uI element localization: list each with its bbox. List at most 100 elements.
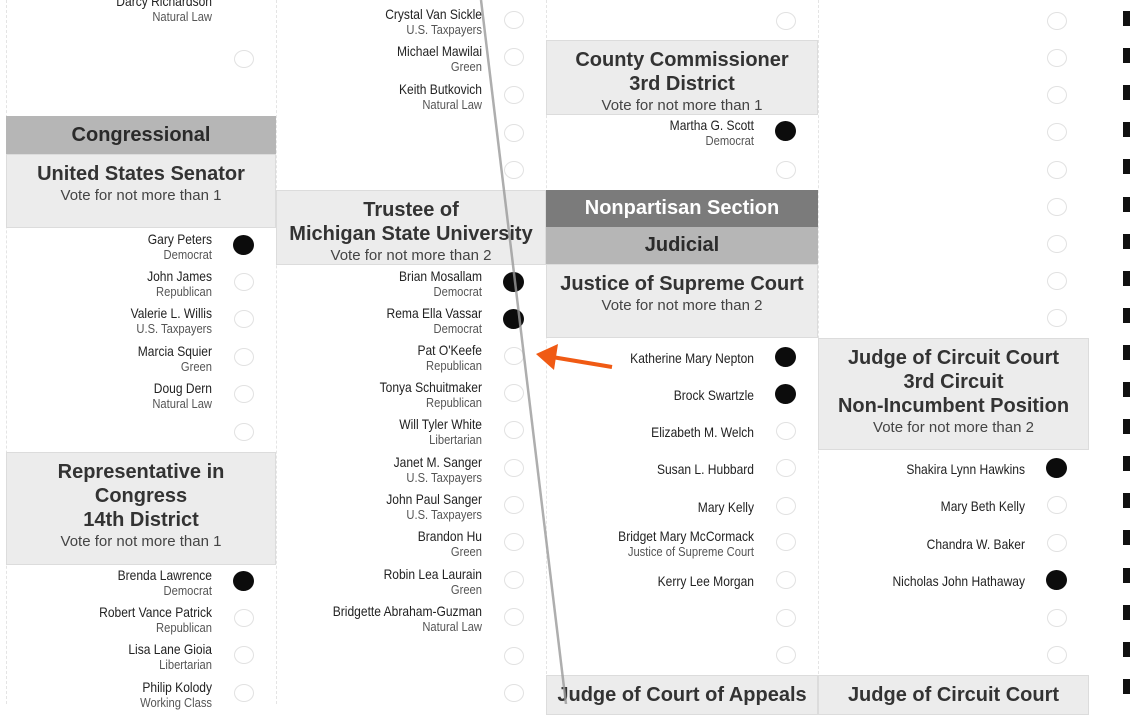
candidate-label: Shakira Lynn Hawkins — [767, 461, 1025, 477]
timing-mark — [1123, 344, 1130, 360]
write-in-row — [6, 418, 276, 455]
candidate-party: Green — [180, 359, 212, 374]
write-in-row — [276, 119, 546, 156]
candidate-name: Brian Mosallam — [399, 268, 482, 284]
empty-vote-oval[interactable] — [776, 646, 796, 664]
contest-instruction: Vote for not more than 1 — [60, 187, 222, 204]
empty-vote-oval[interactable] — [234, 684, 254, 702]
empty-vote-oval[interactable] — [504, 533, 524, 551]
empty-vote-oval[interactable] — [1047, 272, 1067, 290]
contest-title: Judge of Circuit Court — [847, 684, 1060, 706]
empty-vote-oval[interactable] — [776, 12, 796, 30]
write-in-row — [546, 7, 818, 44]
empty-vote-oval[interactable] — [504, 384, 524, 402]
empty-vote-oval[interactable] — [1047, 309, 1067, 327]
empty-vote-oval[interactable] — [1047, 198, 1067, 216]
empty-vote-oval[interactable] — [504, 647, 524, 665]
empty-vote-oval[interactable] — [234, 609, 254, 627]
candidate-name: Pat O'Keefe — [417, 342, 482, 358]
empty-vote-oval[interactable] — [504, 496, 524, 514]
timing-mark — [1123, 11, 1130, 26]
empty-vote-oval[interactable] — [1047, 235, 1067, 253]
empty-vote-oval[interactable] — [1047, 86, 1067, 104]
empty-vote-oval[interactable] — [1047, 496, 1067, 514]
candidate-name: Martha G. Scott — [669, 117, 754, 133]
empty-vote-oval[interactable] — [1047, 534, 1067, 552]
filled-vote-oval[interactable] — [233, 235, 254, 255]
filled-vote-oval[interactable] — [233, 571, 254, 591]
empty-vote-oval[interactable] — [504, 161, 524, 179]
empty-vote-oval[interactable] — [504, 608, 524, 626]
empty-vote-oval[interactable] — [504, 571, 524, 589]
empty-vote-oval[interactable] — [1047, 49, 1067, 67]
candidate-party: Natural Law — [422, 619, 482, 634]
empty-vote-oval[interactable] — [504, 421, 524, 439]
section-header-congressional: Congressional — [6, 116, 276, 154]
timing-mark — [1123, 307, 1130, 323]
empty-vote-oval[interactable] — [776, 497, 796, 515]
candidate-label: Katherine Mary Nepton — [496, 350, 754, 366]
empty-vote-oval[interactable] — [776, 459, 796, 477]
empty-vote-oval[interactable] — [234, 348, 254, 366]
arrow-left-icon — [536, 344, 613, 370]
empty-vote-oval[interactable] — [1047, 646, 1067, 664]
empty-vote-oval[interactable] — [776, 571, 796, 589]
candidate-row: Elizabeth M. Welch — [546, 417, 818, 454]
empty-vote-oval[interactable] — [776, 609, 796, 627]
candidate-label: Kerry Lee Morgan — [496, 573, 754, 589]
candidate-party: U.S. Taxpayers — [406, 22, 482, 37]
write-in-row — [818, 193, 1089, 230]
candidate-row: Brock Swartzle — [546, 380, 818, 417]
filled-vote-oval[interactable] — [1046, 570, 1067, 590]
empty-vote-oval[interactable] — [504, 48, 524, 66]
empty-vote-oval[interactable] — [504, 86, 524, 104]
empty-vote-oval[interactable] — [1047, 609, 1067, 627]
empty-vote-oval[interactable] — [776, 161, 796, 179]
empty-vote-oval[interactable] — [504, 11, 524, 29]
contest-instruction: Vote for not more than 1 — [601, 97, 763, 114]
empty-vote-oval[interactable] — [776, 533, 796, 551]
candidate-name: Gary Peters — [147, 231, 212, 247]
candidate-party: Democrat — [433, 321, 482, 336]
candidate-party: Republican — [426, 395, 482, 410]
empty-vote-oval[interactable] — [1047, 12, 1067, 30]
empty-vote-oval[interactable] — [776, 422, 796, 440]
empty-vote-oval[interactable] — [1047, 161, 1067, 179]
write-in-row — [818, 81, 1089, 118]
empty-vote-oval[interactable] — [504, 459, 524, 477]
empty-vote-oval[interactable] — [234, 423, 254, 441]
filled-vote-oval[interactable] — [1046, 458, 1067, 478]
empty-vote-oval[interactable] — [504, 124, 524, 142]
write-in-row — [818, 7, 1089, 44]
contest-title: Michigan State University — [289, 223, 533, 245]
empty-vote-oval[interactable] — [234, 646, 254, 664]
filled-vote-oval[interactable] — [775, 384, 796, 404]
empty-vote-oval[interactable] — [1047, 123, 1067, 141]
empty-vote-oval[interactable] — [504, 684, 524, 702]
empty-vote-oval[interactable] — [234, 50, 254, 68]
filled-vote-oval[interactable] — [775, 121, 796, 141]
empty-vote-oval[interactable] — [234, 310, 254, 328]
empty-vote-oval[interactable] — [234, 273, 254, 291]
candidate-party: Green — [450, 582, 482, 597]
candidate-name: Keith Butkovich — [399, 81, 482, 97]
filled-vote-oval[interactable] — [775, 347, 796, 367]
empty-vote-oval[interactable] — [234, 385, 254, 403]
